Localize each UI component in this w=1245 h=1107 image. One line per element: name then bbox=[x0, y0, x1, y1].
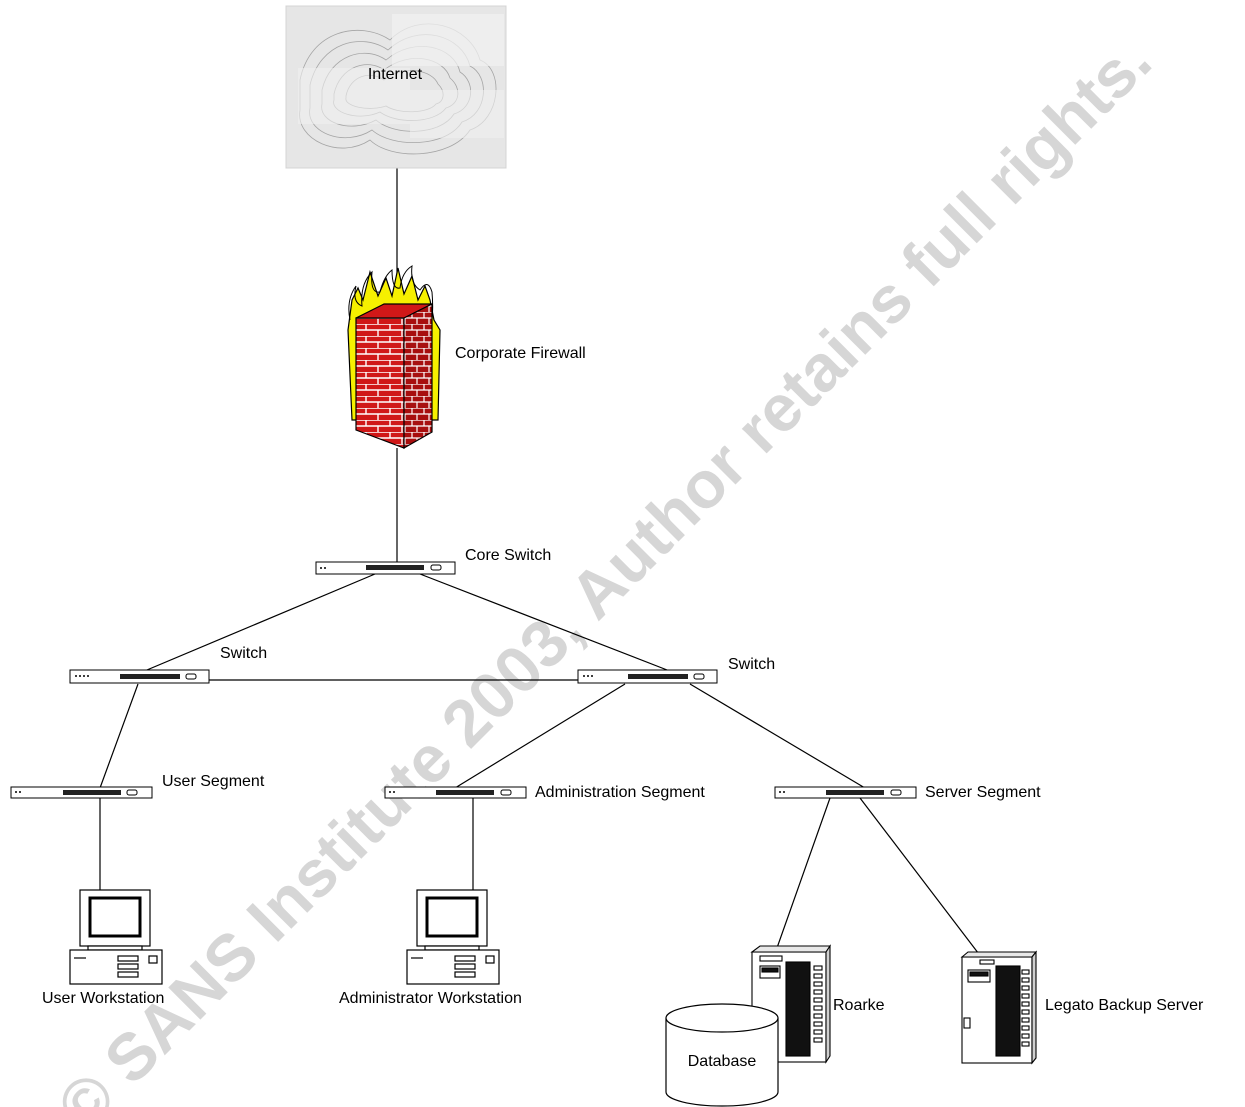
watermark: © SANS Institute 2003, Author retains fu… bbox=[43, 23, 1165, 1107]
roarke-node: Roarke bbox=[750, 944, 885, 1064]
link-server-segment-roarke bbox=[771, 797, 831, 963]
switch-icon bbox=[577, 669, 718, 684]
roarke-label: Roarke bbox=[833, 997, 885, 1014]
server-segment-node: Server Segment bbox=[774, 784, 1041, 801]
switch-icon bbox=[69, 669, 210, 684]
user-workstation-node: User Workstation bbox=[42, 889, 164, 1007]
switch-left-node: Switch bbox=[69, 645, 267, 684]
admin-segment-label: Administration Segment bbox=[535, 784, 705, 801]
internet-node: Internet bbox=[285, 5, 507, 169]
database-icon bbox=[665, 1003, 779, 1107]
switch-icon bbox=[10, 786, 153, 799]
firewall-label: Corporate Firewall bbox=[455, 345, 586, 362]
firewall-node: Corporate Firewall bbox=[347, 265, 586, 450]
link-core-switch-left bbox=[134, 573, 376, 676]
database-node: Database bbox=[665, 1003, 779, 1107]
switch-right-label: Switch bbox=[728, 656, 775, 673]
internet-label: Internet bbox=[368, 66, 423, 83]
core-switch-label: Core Switch bbox=[465, 547, 551, 564]
server-icon bbox=[750, 944, 832, 1064]
user-workstation-label: User Workstation bbox=[42, 990, 164, 1007]
link-server-segment-legato bbox=[859, 797, 986, 963]
workstation-icon bbox=[406, 889, 500, 985]
switch-icon bbox=[774, 786, 917, 799]
legato-label: Legato Backup Server bbox=[1045, 997, 1204, 1014]
admin-workstation-label: Administrator Workstation bbox=[339, 990, 522, 1007]
admin-segment-node: Administration Segment bbox=[384, 784, 705, 801]
database-label: Database bbox=[688, 1053, 757, 1070]
link-right-admin-segment bbox=[454, 683, 626, 789]
connections bbox=[99, 168, 986, 963]
server-segment-label: Server Segment bbox=[925, 784, 1041, 801]
switch-icon bbox=[384, 786, 527, 799]
switch-icon bbox=[315, 561, 456, 575]
legato-node: Legato Backup Server bbox=[960, 950, 1204, 1065]
admin-workstation-node: Administrator Workstation bbox=[339, 889, 522, 1007]
switch-right-node: Switch bbox=[577, 656, 775, 684]
link-right-server-segment bbox=[689, 683, 866, 789]
server-icon bbox=[960, 950, 1038, 1065]
user-segment-label: User Segment bbox=[162, 773, 265, 790]
link-left-user-segment bbox=[99, 683, 139, 789]
link-core-switch-right bbox=[419, 573, 681, 676]
switch-left-label: Switch bbox=[220, 645, 267, 662]
workstation-icon bbox=[69, 889, 163, 985]
user-segment-node: User Segment bbox=[10, 773, 265, 799]
firewall-icon bbox=[347, 265, 441, 450]
core-switch-node: Core Switch bbox=[315, 547, 551, 575]
